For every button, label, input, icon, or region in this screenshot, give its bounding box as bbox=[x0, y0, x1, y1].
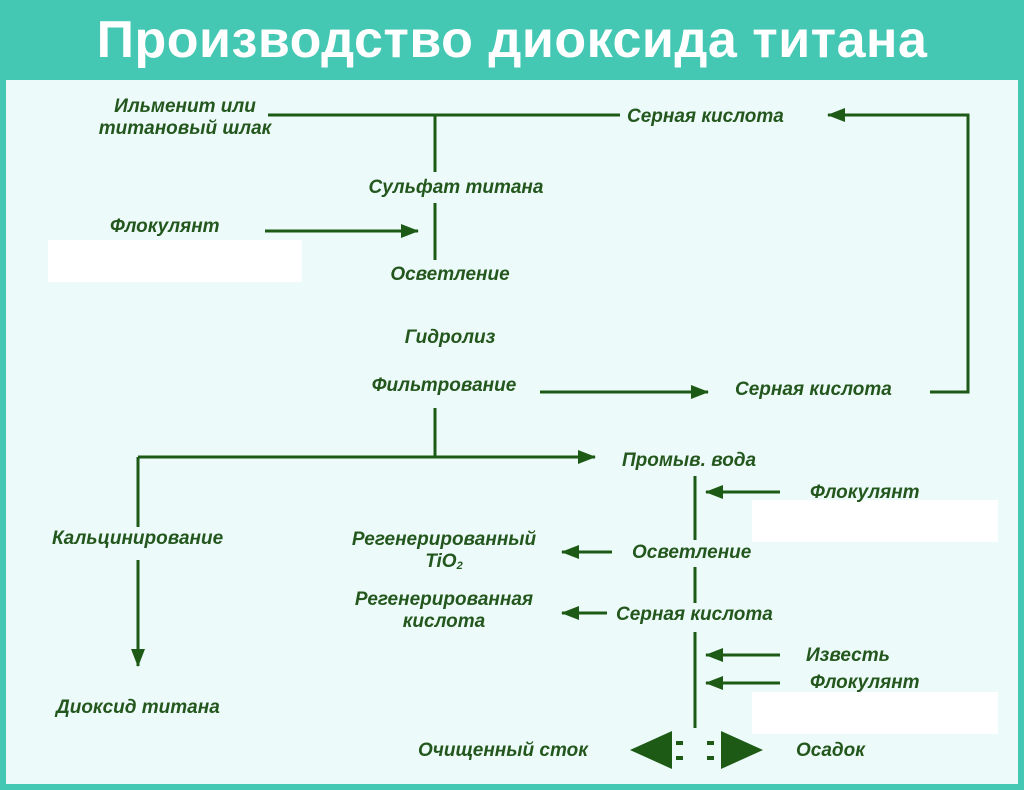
label-flocculant-3: Флокулянт bbox=[810, 672, 920, 693]
label-regenerated-tio2: Регенерированный TiO2 bbox=[351, 529, 537, 572]
split-node-right bbox=[707, 741, 714, 745]
acid-recycle-line bbox=[827, 108, 970, 394]
label-filtration: Фильтрование bbox=[371, 375, 517, 396]
diagram-panel bbox=[6, 80, 1018, 784]
label-hydrolysis: Гидролиз bbox=[404, 327, 496, 348]
label-clarification-1: Осветление bbox=[390, 264, 510, 285]
label-lime: Известь bbox=[806, 645, 890, 666]
blank-box-right-lower bbox=[752, 692, 998, 734]
split-node-left-lower bbox=[676, 756, 683, 760]
blank-box-right-upper bbox=[752, 500, 998, 542]
label-clean-effluent: Очищенный сток bbox=[418, 740, 588, 761]
label-ilmenite: Ильменит или титановый шлак bbox=[98, 96, 272, 139]
label-flocculant-2: Флокулянт bbox=[810, 482, 920, 503]
split-node-right-lower bbox=[707, 756, 714, 760]
label-wash-water: Промыв. вода bbox=[622, 450, 757, 471]
label-sediment: Осадок bbox=[796, 740, 865, 761]
label-sulfuric-acid-top: Серная кислота bbox=[627, 106, 784, 127]
split-node-left bbox=[676, 741, 683, 745]
label-clarification-2: Осветление bbox=[632, 542, 752, 563]
label-flocculant-1: Флокулянт bbox=[110, 216, 220, 237]
diagram-title: Производство диоксида титана bbox=[96, 11, 928, 69]
label-sulfuric-acid-lower: Серная кислота bbox=[616, 604, 773, 625]
label-titanium-sulfate: Сульфат титана bbox=[368, 177, 544, 198]
blank-box-left bbox=[48, 240, 302, 282]
label-regenerated-acid: Регенерированная кислота bbox=[354, 589, 534, 632]
label-sulfuric-acid-right: Серная кислота bbox=[735, 379, 892, 400]
label-calcination: Кальцинирование bbox=[52, 528, 224, 549]
sediment-arrowhead bbox=[721, 731, 763, 769]
clean-effluent-arrowhead bbox=[630, 731, 672, 769]
label-titanium-dioxide: Диоксид титана bbox=[56, 697, 220, 718]
